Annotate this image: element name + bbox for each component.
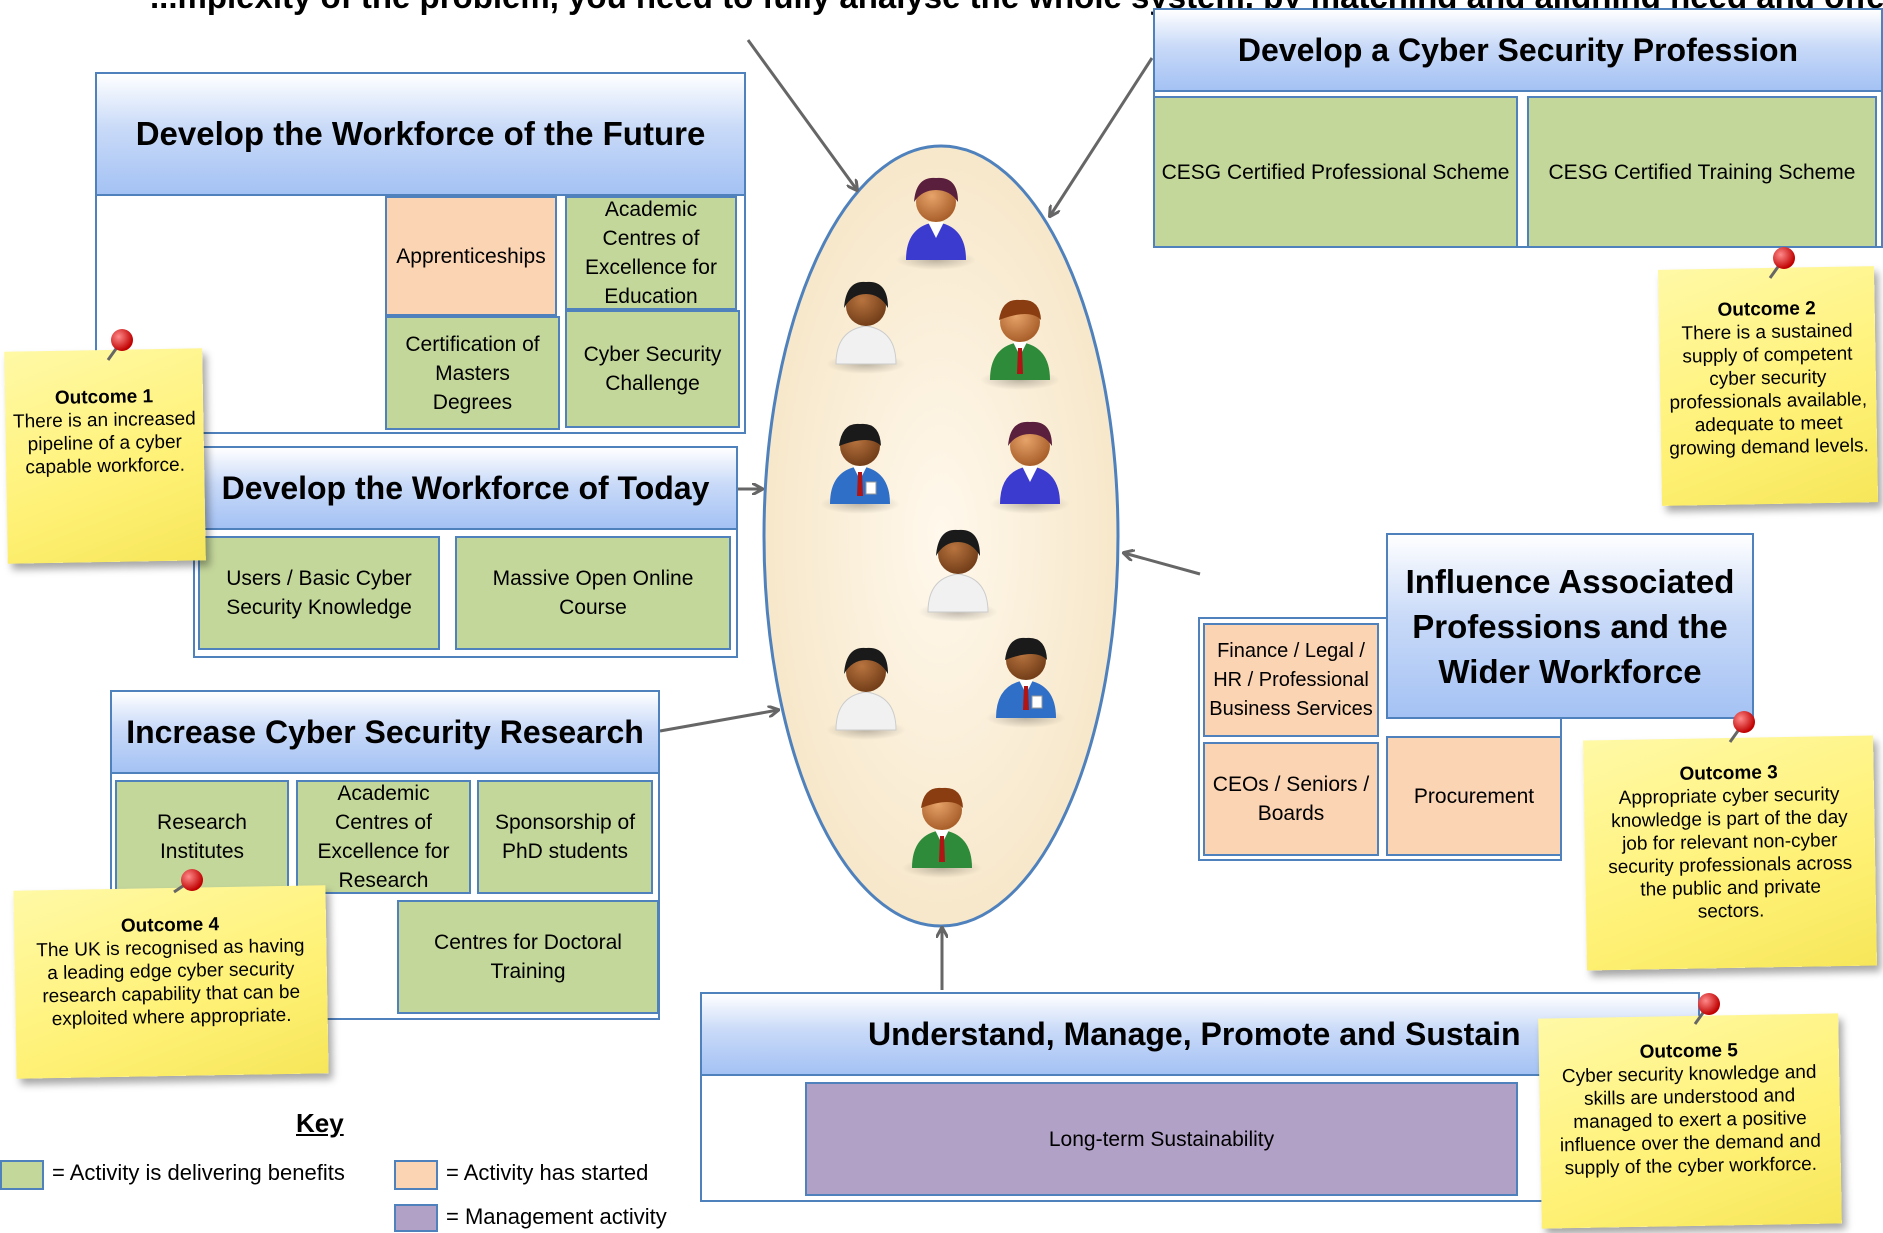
pushpin-icon-4 bbox=[173, 869, 203, 894]
key-purple-swatch bbox=[394, 1204, 438, 1232]
profession-title: Develop a Cyber Security Profession bbox=[1237, 31, 1799, 68]
person-icon-5 bbox=[990, 421, 1070, 514]
academic-education-box: Academic Centres of Excellence for Educa… bbox=[565, 196, 737, 310]
person-icon-8 bbox=[986, 637, 1066, 728]
academic-research-box: Academic Centres of Excellence for Resea… bbox=[296, 780, 471, 894]
apprenticeships-label: Apprenticeships bbox=[396, 244, 546, 268]
phd-box: Sponsorship of PhD students bbox=[477, 780, 653, 894]
long-term-label: Long-term Sustainability bbox=[1048, 1127, 1275, 1151]
research-header: Increase Cyber Security Research bbox=[110, 690, 660, 774]
training-scheme-label: CESG Certified Training Scheme bbox=[1548, 160, 1856, 184]
challenge-box: Cyber Security Challenge bbox=[565, 310, 740, 428]
person-icon-2 bbox=[826, 281, 906, 374]
research-title: Increase Cyber Security Research bbox=[126, 713, 644, 750]
key-purple-label: = Management activity bbox=[446, 1204, 667, 1229]
mooc-box: Massive Open Online Course bbox=[455, 536, 731, 650]
pushpin-icon-5 bbox=[1693, 993, 1720, 1025]
key-orange-swatch bbox=[394, 1160, 438, 1190]
key-green-swatch bbox=[0, 1160, 44, 1190]
workforce-today-header: Develop the Workforce of Today bbox=[193, 446, 738, 530]
academic-education-label: Academic Centres of Excellence for Educa… bbox=[585, 198, 717, 308]
users-label: Users / Basic Cyber Security Knowledge bbox=[226, 567, 412, 619]
arrow-influence bbox=[1124, 553, 1201, 576]
training-scheme-box: CESG Certified Training Scheme bbox=[1527, 96, 1877, 248]
arrow-profession bbox=[1050, 57, 1154, 216]
sustain-header: Understand, Manage, Promote and Sustain bbox=[700, 992, 1700, 1076]
workforce-future-header: Develop the Workforce of the Future bbox=[95, 72, 746, 196]
mooc-label: Massive Open Online Course bbox=[492, 567, 694, 619]
key-orange-label: = Activity has started bbox=[446, 1160, 649, 1185]
person-icon-4 bbox=[820, 423, 900, 514]
person-icon-9 bbox=[902, 787, 982, 878]
users-box: Users / Basic Cyber Security Knowledge bbox=[198, 536, 440, 650]
procurement-box: Procurement bbox=[1386, 736, 1562, 856]
pushpin-icon-1 bbox=[106, 329, 133, 361]
phd-label: Sponsorship of PhD students bbox=[494, 811, 636, 863]
masters-box: Certification of Masters Degrees bbox=[385, 316, 560, 430]
pushpin-icon-2 bbox=[1768, 247, 1795, 279]
professional-scheme-label: CESG Certified Professional Scheme bbox=[1161, 160, 1510, 184]
person-icon-6 bbox=[918, 529, 998, 622]
ceos-box: CEOs / Seniors / Boards bbox=[1203, 742, 1379, 856]
apprenticeships-box: Apprenticeships bbox=[385, 196, 557, 316]
pushpin-icon-3 bbox=[1728, 711, 1755, 743]
influence-header: Influence Associated Professions and the… bbox=[1386, 533, 1754, 719]
finance-label: Finance / Legal / HR / Professional Busi… bbox=[1209, 639, 1373, 720]
profession-header: Develop a Cyber Security Profession bbox=[1153, 8, 1883, 92]
person-icon-1 bbox=[896, 177, 976, 270]
academic-research-label: Academic Centres of Excellence for Resea… bbox=[317, 782, 450, 892]
research-institutes-box: Research Institutes bbox=[115, 780, 289, 894]
finance-box: Finance / Legal / HR / Professional Busi… bbox=[1203, 623, 1379, 737]
person-icon-3 bbox=[980, 299, 1060, 390]
workforce-today-title: Develop the Workforce of Today bbox=[221, 469, 710, 506]
research-institutes-label: Research Institutes bbox=[157, 811, 247, 863]
key-green-label: = Activity is delivering benefits bbox=[52, 1160, 345, 1185]
masters-label: Certification of Masters Degrees bbox=[405, 332, 540, 414]
workforce-future-title: Develop the Workforce of the Future bbox=[135, 115, 706, 152]
arrow-research bbox=[659, 710, 778, 733]
long-term-box: Long-term Sustainability bbox=[805, 1082, 1518, 1196]
procurement-label: Procurement bbox=[1413, 784, 1535, 808]
ceos-label: CEOs / Seniors / Boards bbox=[1212, 773, 1370, 825]
key-title: Key bbox=[296, 1108, 344, 1138]
sustain-title: Understand, Manage, Promote and Sustain bbox=[868, 1015, 1521, 1052]
doctoral-box: Centres for Doctoral Training bbox=[397, 900, 659, 1014]
influence-title: Influence Associated Professions and the… bbox=[1405, 562, 1735, 690]
doctoral-label: Centres for Doctoral Training bbox=[434, 931, 622, 983]
professional-scheme-box: CESG Certified Professional Scheme bbox=[1153, 96, 1518, 248]
arrow-top bbox=[746, 39, 857, 190]
person-icon-7 bbox=[826, 647, 906, 740]
challenge-label: Cyber Security Challenge bbox=[583, 343, 722, 395]
